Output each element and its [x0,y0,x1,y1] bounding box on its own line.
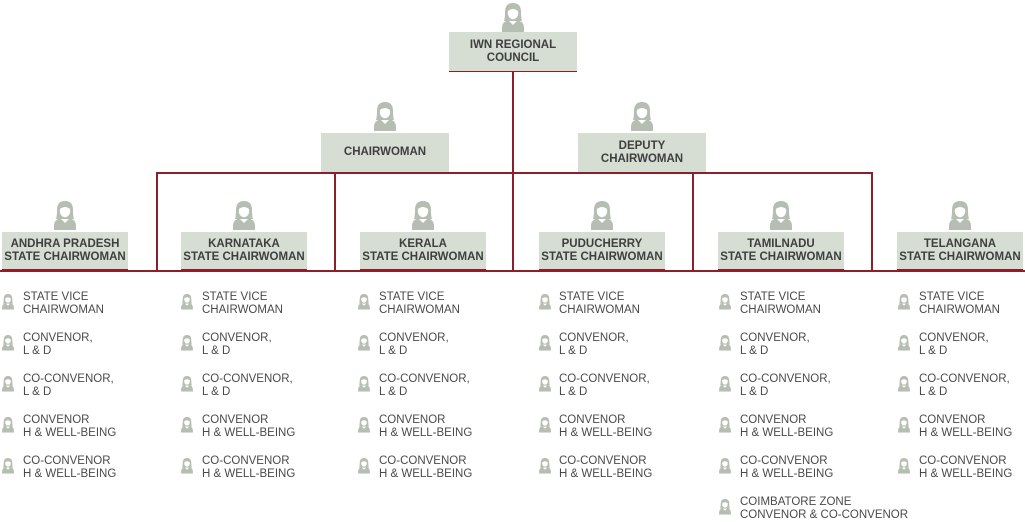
member-role: STATE VICE CHAIRWOMAN [740,291,821,316]
woman-avatar-icon [357,457,371,474]
woman-avatar-icon [718,498,732,515]
woman-avatar-icon [180,375,194,392]
woman-avatar-icon [947,200,973,230]
chairwoman-box: CHAIRWOMAN [321,133,449,173]
member-role: CONVENOR H & WELL-BEING [379,414,473,439]
member-role: CO-CONVENOR, L & D [23,373,114,398]
member-role: CO-CONVENOR, L & D [740,373,831,398]
member-role: CO-CONVENOR H & WELL-BEING [740,455,834,480]
woman-avatar-icon [372,101,398,131]
deputy-chairwoman-box: DEPUTY CHAIRWOMAN [578,133,706,173]
member-role: CO-CONVENOR H & WELL-BEING [202,455,296,480]
woman-avatar-icon [538,457,552,474]
woman-avatar-icon [589,200,615,230]
woman-avatar-icon [718,416,732,433]
member-role: CO-CONVENOR, L & D [919,373,1010,398]
member-role: CONVENOR, L & D [919,332,989,357]
woman-avatar-icon [357,416,371,433]
woman-avatar-icon [180,334,194,351]
member-role: STATE VICE CHAIRWOMAN [23,291,104,316]
member-role: CO-CONVENOR H & WELL-BEING [559,455,653,480]
member-role: CONVENOR, L & D [23,332,93,357]
state-box-puducherry: PUDUCHERRY STATE CHAIRWOMAN [539,232,665,270]
woman-avatar-icon [357,375,371,392]
member-role: CONVENOR H & WELL-BEING [919,414,1013,439]
state-box-kerala: KERALA STATE CHAIRWOMAN [360,232,486,270]
member-role: STATE VICE CHAIRWOMAN [559,291,640,316]
member-role: CO-CONVENOR H & WELL-BEING [23,455,117,480]
connector-line [871,172,873,271]
woman-avatar-icon [52,200,78,230]
member-role: CONVENOR, L & D [379,332,449,357]
woman-avatar-icon [538,416,552,433]
woman-avatar-icon [897,416,911,433]
member-role: CONVENOR H & WELL-BEING [740,414,834,439]
member-role: CONVENOR, L & D [559,332,629,357]
woman-avatar-icon [1,375,15,392]
woman-avatar-icon [500,2,526,32]
member-role: CONVENOR, L & D [202,332,272,357]
woman-avatar-icon [410,200,436,230]
state-box-tamilnadu: TAMILNADU STATE CHAIRWOMAN [718,232,844,270]
woman-avatar-icon [538,375,552,392]
member-role: CO-CONVENOR H & WELL-BEING [379,455,473,480]
member-role: CONVENOR, L & D [740,332,810,357]
woman-avatar-icon [718,293,732,310]
woman-avatar-icon [1,293,15,310]
state-box-telangana: TELANGANA STATE CHAIRWOMAN [897,232,1023,270]
member-role: CONVENOR H & WELL-BEING [202,414,296,439]
connector-line [512,71,514,271]
member-role: CO-CONVENOR, L & D [379,373,470,398]
woman-avatar-icon [718,375,732,392]
connector-line [156,172,158,271]
woman-avatar-icon [768,200,794,230]
woman-avatar-icon [1,334,15,351]
woman-avatar-icon [538,334,552,351]
iwn-regional-council-box: IWN REGIONAL COUNCIL [449,32,577,72]
woman-avatar-icon [897,457,911,474]
woman-avatar-icon [180,457,194,474]
woman-avatar-icon [180,416,194,433]
woman-avatar-icon [897,293,911,310]
woman-avatar-icon [357,293,371,310]
state-box-karnataka: KARNATAKA STATE CHAIRWOMAN [181,232,307,270]
woman-avatar-icon [231,200,257,230]
member-role: STATE VICE CHAIRWOMAN [919,291,1000,316]
connector-line [692,172,694,271]
connector-line [0,270,1025,272]
connector-line [156,172,872,174]
member-role: CO-CONVENOR, L & D [202,373,293,398]
member-role: CONVENOR H & WELL-BEING [23,414,117,439]
woman-avatar-icon [357,334,371,351]
member-role: COIMBATORE ZONE CONVENOR & CO-CONVENOR [740,496,909,521]
woman-avatar-icon [180,293,194,310]
woman-avatar-icon [718,334,732,351]
member-role: CONVENOR H & WELL-BEING [559,414,653,439]
member-role: STATE VICE CHAIRWOMAN [379,291,460,316]
member-role: STATE VICE CHAIRWOMAN [202,291,283,316]
woman-avatar-icon [629,101,655,131]
woman-avatar-icon [718,457,732,474]
state-box-andhra-pradesh: ANDHRA PRADESH STATE CHAIRWOMAN [2,232,128,270]
woman-avatar-icon [1,416,15,433]
woman-avatar-icon [538,293,552,310]
woman-avatar-icon [897,334,911,351]
woman-avatar-icon [1,457,15,474]
connector-line [334,172,336,271]
member-role: CO-CONVENOR H & WELL-BEING [919,455,1013,480]
member-role: CO-CONVENOR, L & D [559,373,650,398]
woman-avatar-icon [897,375,911,392]
